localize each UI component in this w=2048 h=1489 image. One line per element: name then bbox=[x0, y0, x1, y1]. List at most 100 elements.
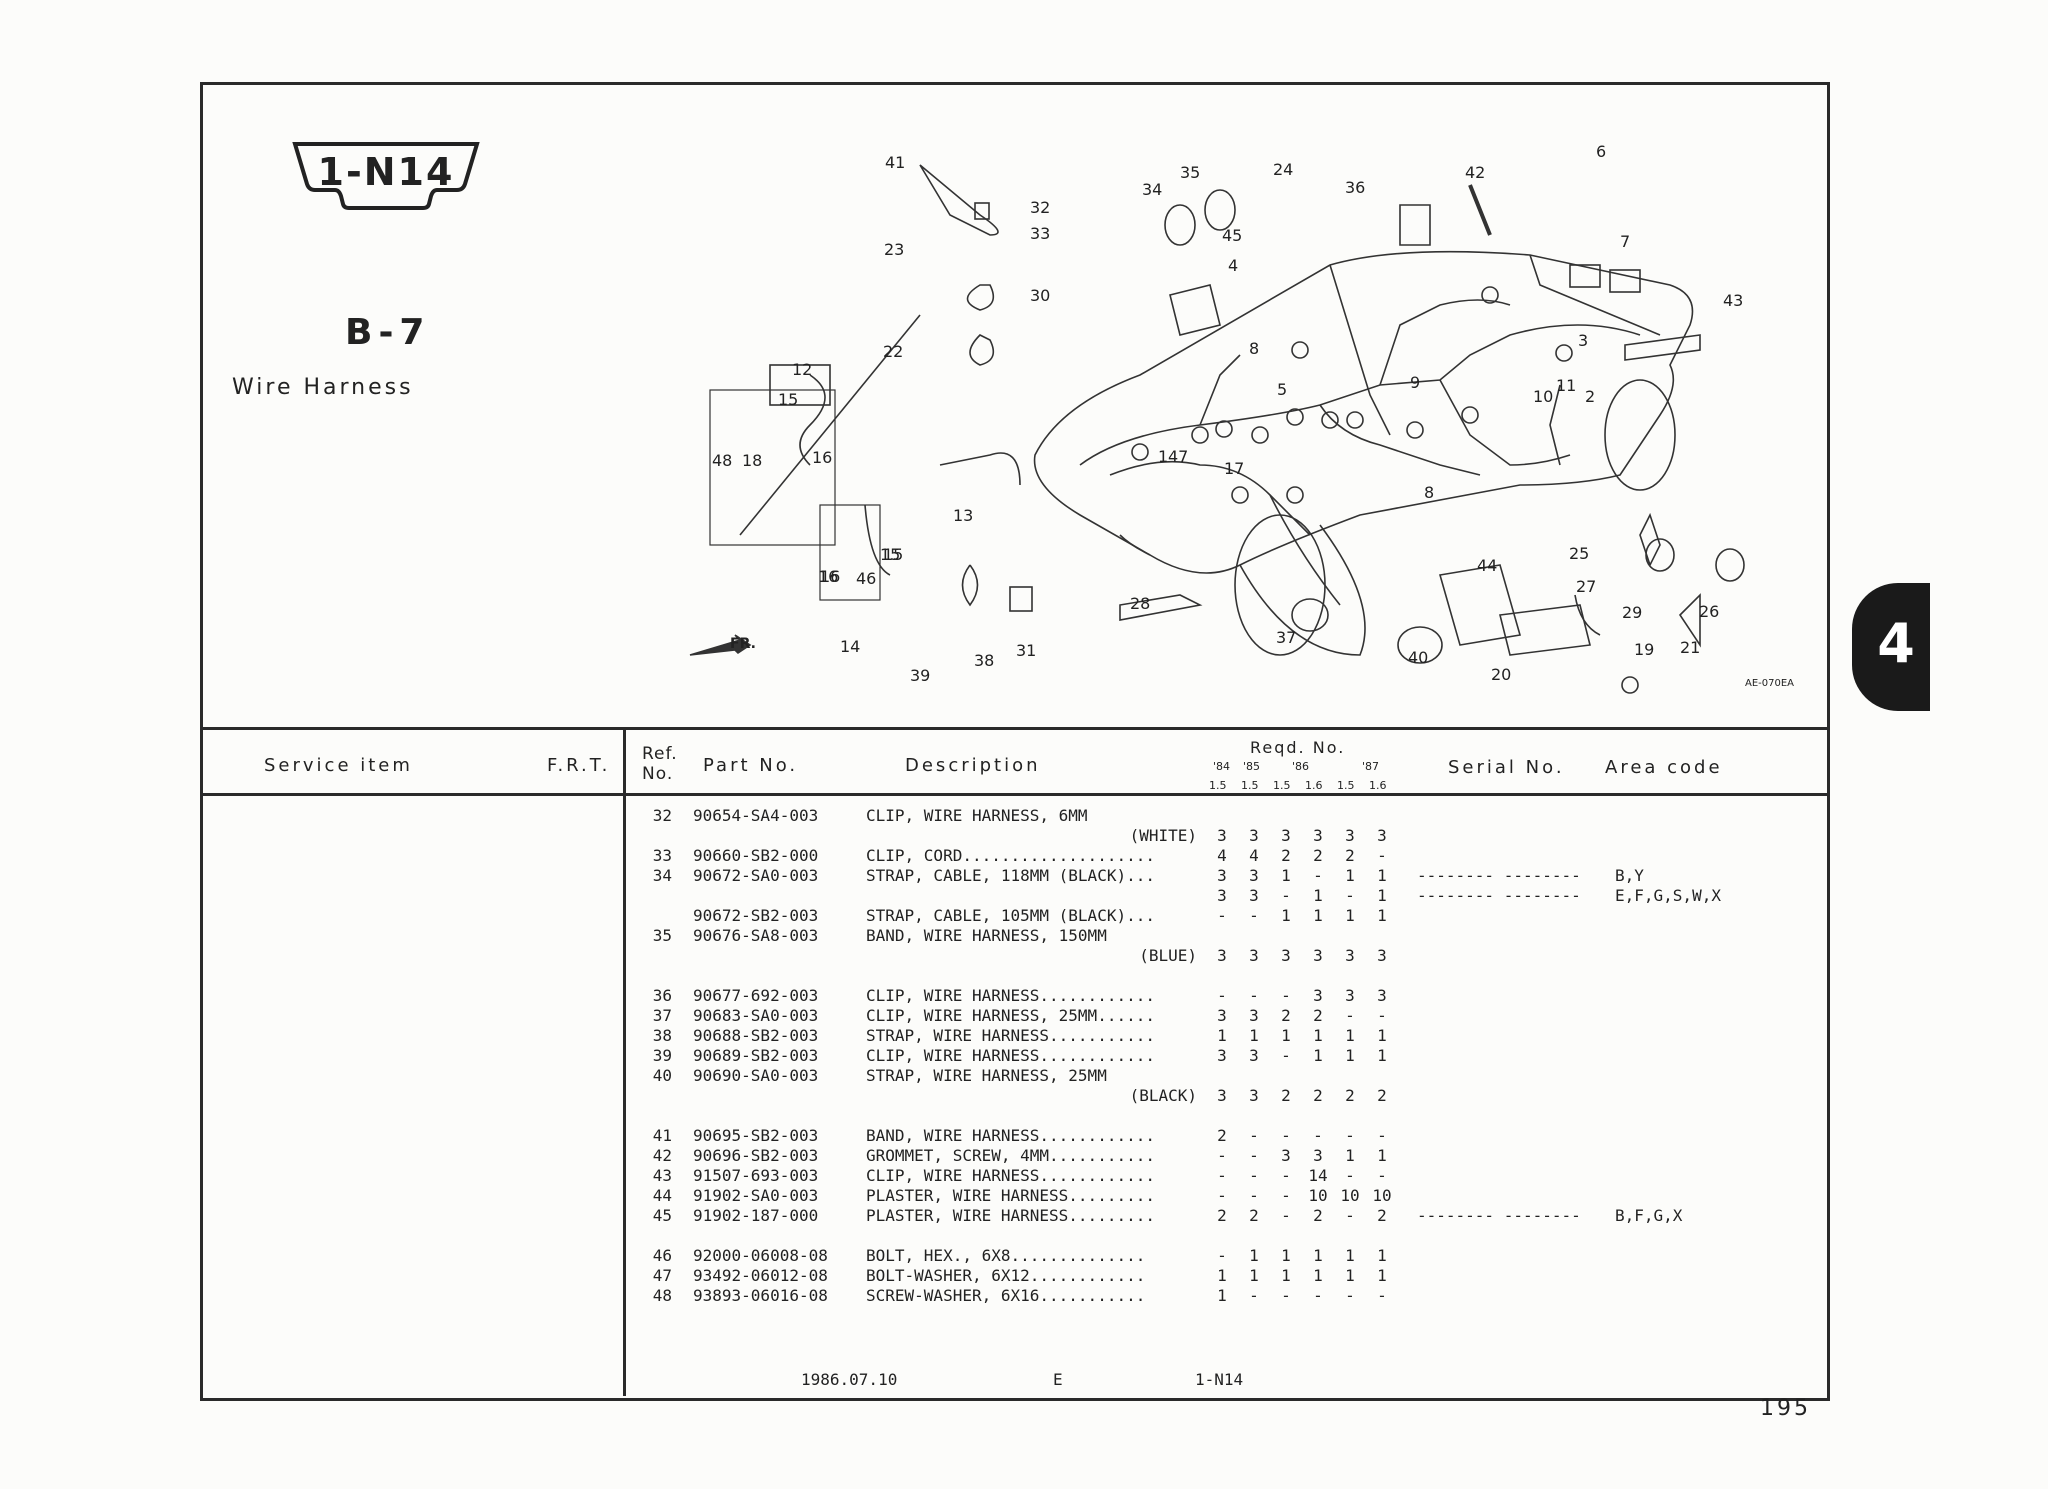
quantity-cell: 1 bbox=[1345, 1246, 1355, 1265]
quantity-cell: 1 bbox=[1249, 1266, 1259, 1285]
callout: 20 bbox=[1491, 665, 1511, 684]
quantity-cell: 3 bbox=[1249, 886, 1259, 905]
quantity-cell: - bbox=[1249, 906, 1259, 925]
quantity-cell: 2 bbox=[1313, 846, 1323, 865]
quantity-cell: 3 bbox=[1377, 986, 1387, 1005]
description-color: (WHITE) bbox=[1129, 826, 1197, 845]
part-number: 92000-06008-08 bbox=[693, 1246, 828, 1265]
quantity-cell: - bbox=[1345, 1126, 1355, 1145]
quantity-cell: 1 bbox=[1281, 906, 1291, 925]
part-number: 90676-SA8-003 bbox=[693, 926, 819, 945]
ref-number: 36 bbox=[652, 986, 672, 1005]
serial-number: -------- -------- bbox=[1417, 1206, 1581, 1225]
callout: 18 bbox=[742, 451, 762, 470]
quantity-cell: 1 bbox=[1313, 886, 1323, 905]
description: STRAP, CABLE, 118MM (BLACK)... bbox=[866, 866, 1155, 885]
quantity-cell: - bbox=[1249, 1286, 1259, 1305]
description: CLIP, WIRE HARNESS, 6MM bbox=[866, 806, 1088, 825]
callout: 48 bbox=[712, 451, 732, 470]
part-number: 90672-SA0-003 bbox=[693, 866, 819, 885]
quantity-cell: 1 bbox=[1249, 1026, 1259, 1045]
service-item-header: Service item bbox=[264, 755, 413, 776]
harness-main bbox=[1079, 324, 1641, 466]
ref-number: 46 bbox=[652, 1246, 672, 1265]
quantity-cell: 10 bbox=[1340, 1186, 1360, 1205]
quantity-cell: 1 bbox=[1313, 1246, 1323, 1265]
quantity-cell: - bbox=[1217, 1186, 1227, 1205]
quantity-cell: 3 bbox=[1217, 866, 1227, 885]
callout: 39 bbox=[910, 666, 930, 685]
quantity-cell: 1 bbox=[1377, 866, 1387, 885]
quantity-cell: 3 bbox=[1377, 946, 1387, 965]
area-code: B,Y bbox=[1615, 866, 1644, 885]
ref-number: 47 bbox=[652, 1266, 672, 1285]
callout: 3 bbox=[1578, 331, 1588, 350]
variant-label: 1.5 bbox=[1273, 779, 1291, 792]
group-badge bbox=[292, 142, 480, 210]
chapter-tab-label: 4 bbox=[1877, 612, 1915, 675]
quantity-cell: 2 bbox=[1217, 1206, 1227, 1225]
callout: 16 bbox=[812, 448, 832, 467]
quantity-cell: 1 bbox=[1345, 1146, 1355, 1165]
ref-number: 42 bbox=[652, 1146, 672, 1165]
ref-number: 34 bbox=[652, 866, 672, 885]
callout: 32 bbox=[1030, 198, 1050, 217]
serial-number: -------- -------- bbox=[1417, 866, 1581, 885]
quantity-cell: 3 bbox=[1281, 1146, 1291, 1165]
callout: 41 bbox=[885, 153, 905, 172]
quantity-cell: 2 bbox=[1313, 1006, 1323, 1025]
callout: 46 bbox=[856, 569, 876, 588]
quantity-cell: - bbox=[1217, 1246, 1227, 1265]
quantity-cell: 1 bbox=[1281, 1266, 1291, 1285]
quantity-cell: 3 bbox=[1313, 826, 1323, 845]
callout: 8 bbox=[1249, 339, 1259, 358]
quantity-cell: 3 bbox=[1249, 1086, 1259, 1105]
quantity-cell: 2 bbox=[1249, 1206, 1259, 1225]
quantity-cell: - bbox=[1345, 1166, 1355, 1185]
header-divider bbox=[200, 793, 1827, 796]
callout: 33 bbox=[1030, 224, 1050, 243]
description: STRAP, WIRE HARNESS........... bbox=[866, 1026, 1155, 1045]
footer-date: 1986.07.10 bbox=[801, 1370, 898, 1389]
callout: 40 bbox=[1408, 648, 1428, 667]
quantity-cell: 1 bbox=[1377, 1026, 1387, 1045]
quantity-cell: 2 bbox=[1281, 1086, 1291, 1105]
variant-label: 1.5 bbox=[1241, 779, 1259, 792]
callout: 4 bbox=[1228, 256, 1238, 275]
callout: 45 bbox=[1222, 226, 1242, 245]
callout: 31 bbox=[1016, 641, 1036, 660]
callout: 13 bbox=[953, 506, 973, 525]
description: CLIP, WIRE HARNESS............ bbox=[866, 1166, 1155, 1185]
callout: 27 bbox=[1576, 577, 1596, 596]
part-number: 91507-693-003 bbox=[693, 1166, 819, 1185]
quantity-cell: 3 bbox=[1345, 826, 1355, 845]
quantity-cell: 10 bbox=[1308, 1186, 1328, 1205]
year-86: '86 bbox=[1292, 760, 1310, 773]
quantity-cell: 3 bbox=[1313, 1146, 1323, 1165]
quantity-cell: 1 bbox=[1313, 1046, 1323, 1065]
description: BAND, WIRE HARNESS, 150MM bbox=[866, 926, 1107, 945]
quantity-cell: - bbox=[1313, 1126, 1323, 1145]
callout: 22 bbox=[883, 342, 903, 361]
quantity-cell: - bbox=[1313, 866, 1323, 885]
part-number: 93492-06012-08 bbox=[693, 1266, 828, 1285]
ref-number: 48 bbox=[652, 1286, 672, 1305]
callout: 28 bbox=[1130, 594, 1150, 613]
callout: 16 bbox=[818, 567, 838, 586]
quantity-cell: 1 bbox=[1217, 1266, 1227, 1285]
description-color: (BLACK) bbox=[1129, 1086, 1197, 1105]
description: SCREW-WASHER, 6X16........... bbox=[866, 1286, 1146, 1305]
quantity-cell: - bbox=[1249, 1146, 1259, 1165]
callout: 17 bbox=[1224, 459, 1244, 478]
callout: 6 bbox=[1596, 142, 1606, 161]
quantity-cell: - bbox=[1281, 1186, 1291, 1205]
ref-number: 45 bbox=[652, 1206, 672, 1225]
reqd-no-header: Reqd. No. bbox=[1250, 738, 1346, 757]
ref-number: 41 bbox=[652, 1126, 672, 1145]
quantity-cell: 1 bbox=[1217, 1026, 1227, 1045]
quantity-cell: - bbox=[1281, 1046, 1291, 1065]
chapter-tab bbox=[1852, 583, 1930, 711]
quantity-cell: 3 bbox=[1217, 1006, 1227, 1025]
variant-label: 1.6 bbox=[1305, 779, 1323, 792]
year-85: '85 bbox=[1243, 760, 1261, 773]
